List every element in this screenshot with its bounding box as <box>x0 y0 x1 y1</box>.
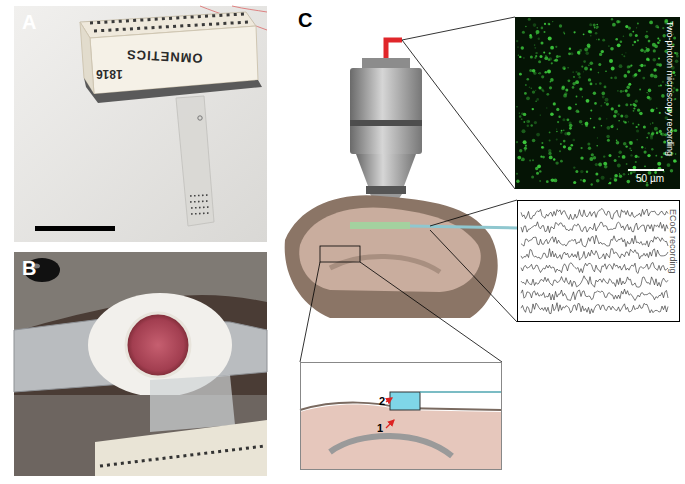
image-panel: Two-photon microscopy recording 50 µm <box>515 17 680 189</box>
scale-bar-label: 50 µm <box>636 174 664 184</box>
ecog-traces <box>521 208 668 313</box>
panel-caption: Two-photon microscopy recording <box>665 21 674 156</box>
signal-panel: ECoG recording <box>517 200 680 322</box>
panel-letter: C <box>298 10 312 30</box>
connector-part-number: 1816 <box>96 68 123 80</box>
panel-letter: A <box>22 12 36 32</box>
photo-panel: B <box>14 252 267 476</box>
implant-photo <box>14 252 267 476</box>
photo-panel: A OMNETICS1816 <box>14 6 267 242</box>
mouse-brain <box>285 195 517 362</box>
panel-letter: B <box>22 258 36 278</box>
cross-section-inset <box>300 362 502 470</box>
inset-box: 21 <box>300 362 502 470</box>
panel-caption: ECoG recording <box>668 209 677 274</box>
connector-brand: OMNETICS <box>126 48 203 65</box>
microscope <box>350 17 515 218</box>
callout-number: 2 <box>379 396 385 407</box>
connector-photo <box>14 6 267 242</box>
callout-number: 1 <box>377 423 383 434</box>
two-photon-image <box>515 17 680 189</box>
